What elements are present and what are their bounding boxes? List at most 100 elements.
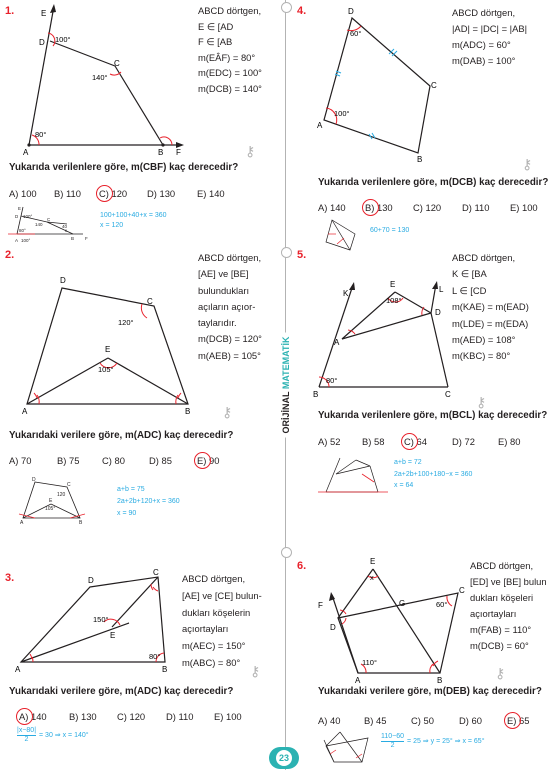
- option-b[interactable]: B) 75: [57, 455, 80, 466]
- given-line: E ∈ [AD: [198, 20, 234, 32]
- option-a[interactable]: A) 70: [9, 455, 32, 466]
- question-number: 5.: [297, 249, 307, 261]
- q2-mini-angle-105: 105°: [45, 506, 55, 512]
- option-d[interactable]: D) 85: [149, 455, 172, 466]
- q3-figure: D C 150° E 80° A B: [15, 568, 167, 674]
- q2-mini-label-B: B: [79, 520, 83, 524]
- option-d[interactable]: D) 130: [147, 188, 176, 199]
- option-c[interactable]: C) 120: [117, 711, 146, 722]
- option-c[interactable]: C) 50: [411, 715, 434, 726]
- q5-label-A: A: [334, 338, 340, 347]
- given-line: m(AED) = 108°: [452, 334, 516, 346]
- given-line: m(ADC) = 60°: [452, 39, 511, 50]
- q3-label-A: A: [15, 665, 21, 674]
- given-line: K ∈ [BA: [452, 268, 487, 280]
- option-d[interactable]: D) 110: [166, 711, 194, 722]
- q3-angle-80: 80°: [149, 652, 160, 661]
- q2-mini-label-A: A: [20, 520, 24, 524]
- given-line: taylarıdır.: [198, 317, 237, 329]
- q3-given: ABCD dörtgen, [AE] ve [CE] bulun- duklar…: [182, 571, 262, 672]
- option-c[interactable]: C) 64: [401, 433, 452, 450]
- q3-angle-150: 150°: [93, 615, 109, 624]
- q5-label-E: E: [390, 280, 395, 289]
- option-e[interactable]: E) 80: [498, 436, 521, 447]
- q5-label-D: D: [435, 308, 441, 317]
- q2-solution: a+b = 75 2a+2b+120+x = 360 x = 90: [117, 484, 180, 520]
- option-e[interactable]: E) 140: [197, 188, 225, 199]
- solution-line: x = 90: [117, 510, 137, 517]
- q6-label-E: E: [370, 557, 375, 566]
- q2-mini-label-D: D: [32, 477, 36, 483]
- given-line: m(FAB) = 110°: [470, 624, 532, 635]
- key-icon: ⚷: [250, 663, 261, 679]
- q1-solution: 100+100+40+x = 360 x = 120: [100, 211, 167, 231]
- option-a[interactable]: A) 100: [9, 188, 37, 199]
- option-b[interactable]: B) 58: [362, 436, 385, 447]
- divider-dot-mid: [281, 247, 292, 258]
- q1-options: A) 100 B) 110 C) 120 D) 130 E) 140: [9, 185, 242, 202]
- option-c[interactable]: C) 120: [96, 185, 147, 202]
- option-d[interactable]: D) 60: [459, 715, 482, 726]
- q4-solution: 60+70 = 130: [370, 226, 409, 236]
- option-b[interactable]: B) 130: [362, 199, 413, 216]
- option-a[interactable]: A) 140: [318, 202, 346, 213]
- option-d[interactable]: D) 72: [452, 436, 475, 447]
- q2-label-E: E: [105, 345, 110, 354]
- option-d[interactable]: D) 110: [462, 202, 490, 213]
- given-line: dukları köşelerin: [182, 606, 251, 618]
- q1-mini-label-F: F: [85, 236, 88, 241]
- q1-mini-label-D: D: [15, 214, 19, 219]
- option-b[interactable]: B) 130: [69, 711, 97, 722]
- solution-line: 60+70 = 130: [370, 227, 410, 234]
- option-a[interactable]: A) 52: [318, 436, 341, 447]
- option-a[interactable]: A) 40: [318, 715, 341, 726]
- q5-options: A) 52 B) 58 C) 64 D) 72 E) 80: [318, 433, 538, 450]
- question-number: 6.: [297, 560, 307, 572]
- given-line: m(DCB) = 140°: [198, 82, 262, 94]
- option-e[interactable]: E) 100: [214, 711, 242, 722]
- q1-label-F: F: [176, 148, 181, 157]
- option-c[interactable]: C) 120: [413, 202, 442, 213]
- q3-label-C: C: [153, 568, 159, 577]
- q3-solution: |x−80| 2 = 30 ⇒ x = 140°: [17, 727, 89, 744]
- option-b[interactable]: B) 110: [54, 188, 81, 199]
- q1-figure: E D 100° C 140° 80° A B F: [23, 4, 184, 157]
- key-icon: ⚷: [495, 665, 506, 681]
- q2-options: A) 70 B) 75 C) 80 D) 85 E) 90: [9, 452, 237, 469]
- q6-angle-x: x: [370, 573, 374, 582]
- q6-angle-60: 60°: [436, 600, 447, 609]
- option-e[interactable]: E) 100: [510, 202, 538, 213]
- given-line: açıortayları: [182, 623, 229, 635]
- given-line: |AD| = |DC| = |AB|: [452, 23, 528, 34]
- q6-mini-figure: [323, 731, 369, 763]
- option-e[interactable]: E) 65: [504, 712, 547, 729]
- q4-given: ABCD dörtgen, |AD| = |DC| = |AB| m(ADC) …: [452, 5, 527, 69]
- given-line: [ED] ve [BE] bulun: [470, 576, 547, 587]
- q2-mini-label-E: E: [49, 498, 53, 504]
- q2-mini-figure: D C 120 E 105° A B: [18, 477, 86, 524]
- option-c[interactable]: C) 80: [102, 455, 125, 466]
- q2-label-B: B: [185, 407, 190, 416]
- key-icon: ⚷: [245, 143, 256, 159]
- solution-line: a+b = 72: [394, 459, 422, 466]
- q2-figure: D C 120° E 105° A B: [22, 276, 190, 416]
- q6-label-G: G: [399, 599, 405, 608]
- q6-label-D: D: [330, 623, 336, 632]
- q5-angle-108: 108°: [386, 296, 402, 305]
- q1-label-B: B: [158, 148, 163, 157]
- q4-angle-60: 60°: [350, 29, 361, 38]
- divider-dot-low: [281, 547, 292, 558]
- solution-numerator: |x−80|: [17, 727, 37, 736]
- q3-question: Yukarıdaki verilere göre, m(ADC) kaç der…: [9, 686, 234, 697]
- option-e[interactable]: E) 90: [194, 452, 237, 469]
- option-a[interactable]: A) 140: [16, 708, 69, 725]
- q5-label-K: K: [343, 289, 349, 298]
- q4-options: A) 140 B) 130 C) 120 D) 110 E) 100: [318, 199, 555, 216]
- q1-label-C: C: [114, 59, 120, 68]
- option-b[interactable]: B) 45: [364, 715, 387, 726]
- given-line: m(DCB) = 60°: [470, 640, 529, 651]
- q1-angle-140: 140°: [92, 73, 108, 82]
- q6-given: ABCD dörtgen, [ED] ve [BE] bulun dukları…: [470, 558, 547, 654]
- q1-mini-angle-100b: 100°: [21, 238, 31, 243]
- page-number-badge: 23: [269, 747, 299, 769]
